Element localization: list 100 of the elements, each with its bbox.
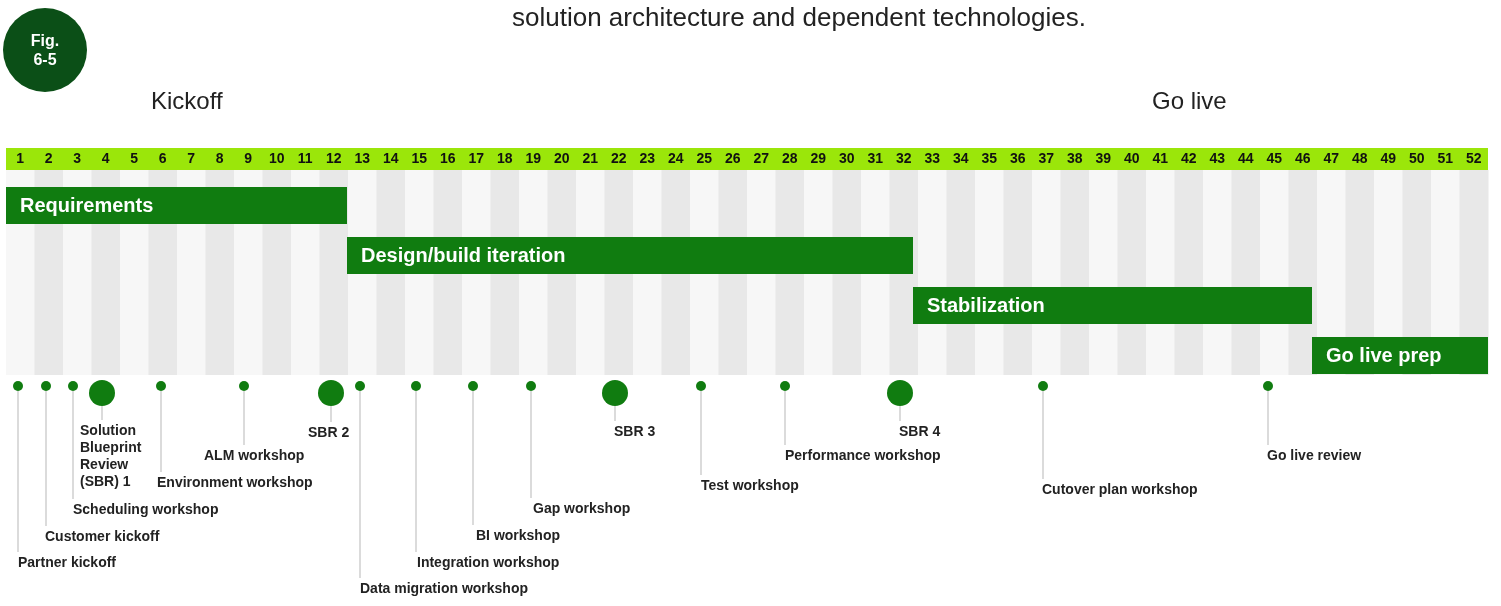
leader-line xyxy=(1267,390,1269,446)
leader-line xyxy=(1042,390,1044,480)
leader-line xyxy=(359,390,361,579)
review-dot xyxy=(89,380,115,406)
week-number: 16 xyxy=(438,150,457,166)
milestone-label: Scheduling workshop xyxy=(73,501,219,518)
week-number: 28 xyxy=(780,150,799,166)
milestone-dot xyxy=(696,381,706,391)
week-number: 8 xyxy=(214,150,225,166)
week-number: 21 xyxy=(581,150,600,166)
week-number: 32 xyxy=(894,150,913,166)
week-number: 34 xyxy=(951,150,970,166)
leader-line xyxy=(17,390,19,553)
week-number: 27 xyxy=(752,150,771,166)
week-number: 12 xyxy=(324,150,343,166)
week-number: 31 xyxy=(866,150,885,166)
week-number: 50 xyxy=(1407,150,1426,166)
milestone-label: SBR 4 xyxy=(899,423,941,440)
milestone-dot xyxy=(156,381,166,391)
week-number: 2 xyxy=(43,150,54,166)
figure-badge: Fig. 6-5 xyxy=(3,8,87,92)
week-number: 9 xyxy=(243,150,254,166)
leader-line xyxy=(243,390,245,446)
milestone-dot xyxy=(1263,381,1273,391)
week-number: 1 xyxy=(15,150,26,166)
review-dot xyxy=(887,380,913,406)
milestone-label: Gap workshop xyxy=(533,500,631,517)
phase-bar: Go live prep xyxy=(1312,337,1488,374)
milestone-label: Customer kickoff xyxy=(45,528,160,545)
milestone-label: Partner kickoff xyxy=(18,554,117,571)
week-number: 6 xyxy=(157,150,168,166)
week-number: 25 xyxy=(695,150,714,166)
week-number: 30 xyxy=(837,150,856,166)
phase-bar: Design/build iteration xyxy=(347,237,913,274)
milestone-label: Environment workshop xyxy=(157,474,313,491)
week-number: 29 xyxy=(809,150,828,166)
milestone-dot xyxy=(355,381,365,391)
week-number: 13 xyxy=(353,150,372,166)
milestone-dot xyxy=(41,381,51,391)
leader-line xyxy=(784,390,786,446)
week-number: 40 xyxy=(1122,150,1141,166)
week-number: 33 xyxy=(923,150,942,166)
milestone-heading: Kickoff xyxy=(151,92,223,109)
milestone-label: SBR 3 xyxy=(614,423,656,440)
week-number: 38 xyxy=(1065,150,1084,166)
week-number: 7 xyxy=(186,150,197,166)
milestone-label: Cutover plan workshop xyxy=(1042,481,1198,498)
milestone-label: ALM workshop xyxy=(204,447,305,464)
review-dot xyxy=(318,380,344,406)
leader-line xyxy=(415,390,417,553)
week-number: 4 xyxy=(100,150,111,166)
leader-line xyxy=(530,390,532,499)
week-number: 43 xyxy=(1208,150,1227,166)
milestone-label: Data migration workshop xyxy=(360,580,529,597)
milestone-label: Performance workshop xyxy=(785,447,941,464)
milestone-heading: Go live xyxy=(1152,92,1227,109)
milestone-dot xyxy=(13,381,23,391)
milestone-dot xyxy=(411,381,421,391)
week-number: 41 xyxy=(1151,150,1170,166)
milestone-dot xyxy=(1038,381,1048,391)
week-number: 35 xyxy=(980,150,999,166)
week-number: 20 xyxy=(552,150,571,166)
week-number: 37 xyxy=(1037,150,1056,166)
milestone-label: Go live review xyxy=(1267,447,1362,464)
week-number: 36 xyxy=(1008,150,1027,166)
week-number: 49 xyxy=(1379,150,1398,166)
week-number: 23 xyxy=(638,150,657,166)
week-number: 17 xyxy=(467,150,486,166)
leader-line xyxy=(45,390,47,527)
week-number: 19 xyxy=(524,150,543,166)
leader-line xyxy=(72,390,74,500)
phase-bar: Requirements xyxy=(6,187,347,224)
leader-line xyxy=(614,405,616,422)
week-number: 11 xyxy=(296,150,314,166)
heading-text: solution architecture and dependent technologies. xyxy=(512,2,1086,32)
week-number: 15 xyxy=(410,150,429,166)
milestone-label: Test workshop xyxy=(701,477,799,494)
week-number: 48 xyxy=(1350,150,1369,166)
week-number: 18 xyxy=(495,150,514,166)
week-number: 10 xyxy=(267,150,286,166)
week-number: 46 xyxy=(1293,150,1312,166)
leader-line xyxy=(472,390,474,526)
week-number: 52 xyxy=(1464,150,1483,166)
week-number: 5 xyxy=(129,150,140,166)
review-dot xyxy=(602,380,628,406)
week-number: 47 xyxy=(1322,150,1341,166)
milestone-dot xyxy=(68,381,78,391)
week-number: 51 xyxy=(1436,150,1455,166)
milestone-label: SBR 2 xyxy=(308,424,350,441)
week-number: 39 xyxy=(1094,150,1113,166)
milestone-dot xyxy=(468,381,478,391)
week-number: 26 xyxy=(723,150,742,166)
leader-line xyxy=(899,405,901,422)
week-number: 45 xyxy=(1265,150,1284,166)
week-number: 14 xyxy=(381,150,400,166)
week-number: 24 xyxy=(666,150,685,166)
leader-line xyxy=(700,390,702,476)
milestone-dot xyxy=(526,381,536,391)
week-number: 22 xyxy=(609,150,628,166)
milestone-label: BI workshop xyxy=(476,527,560,544)
